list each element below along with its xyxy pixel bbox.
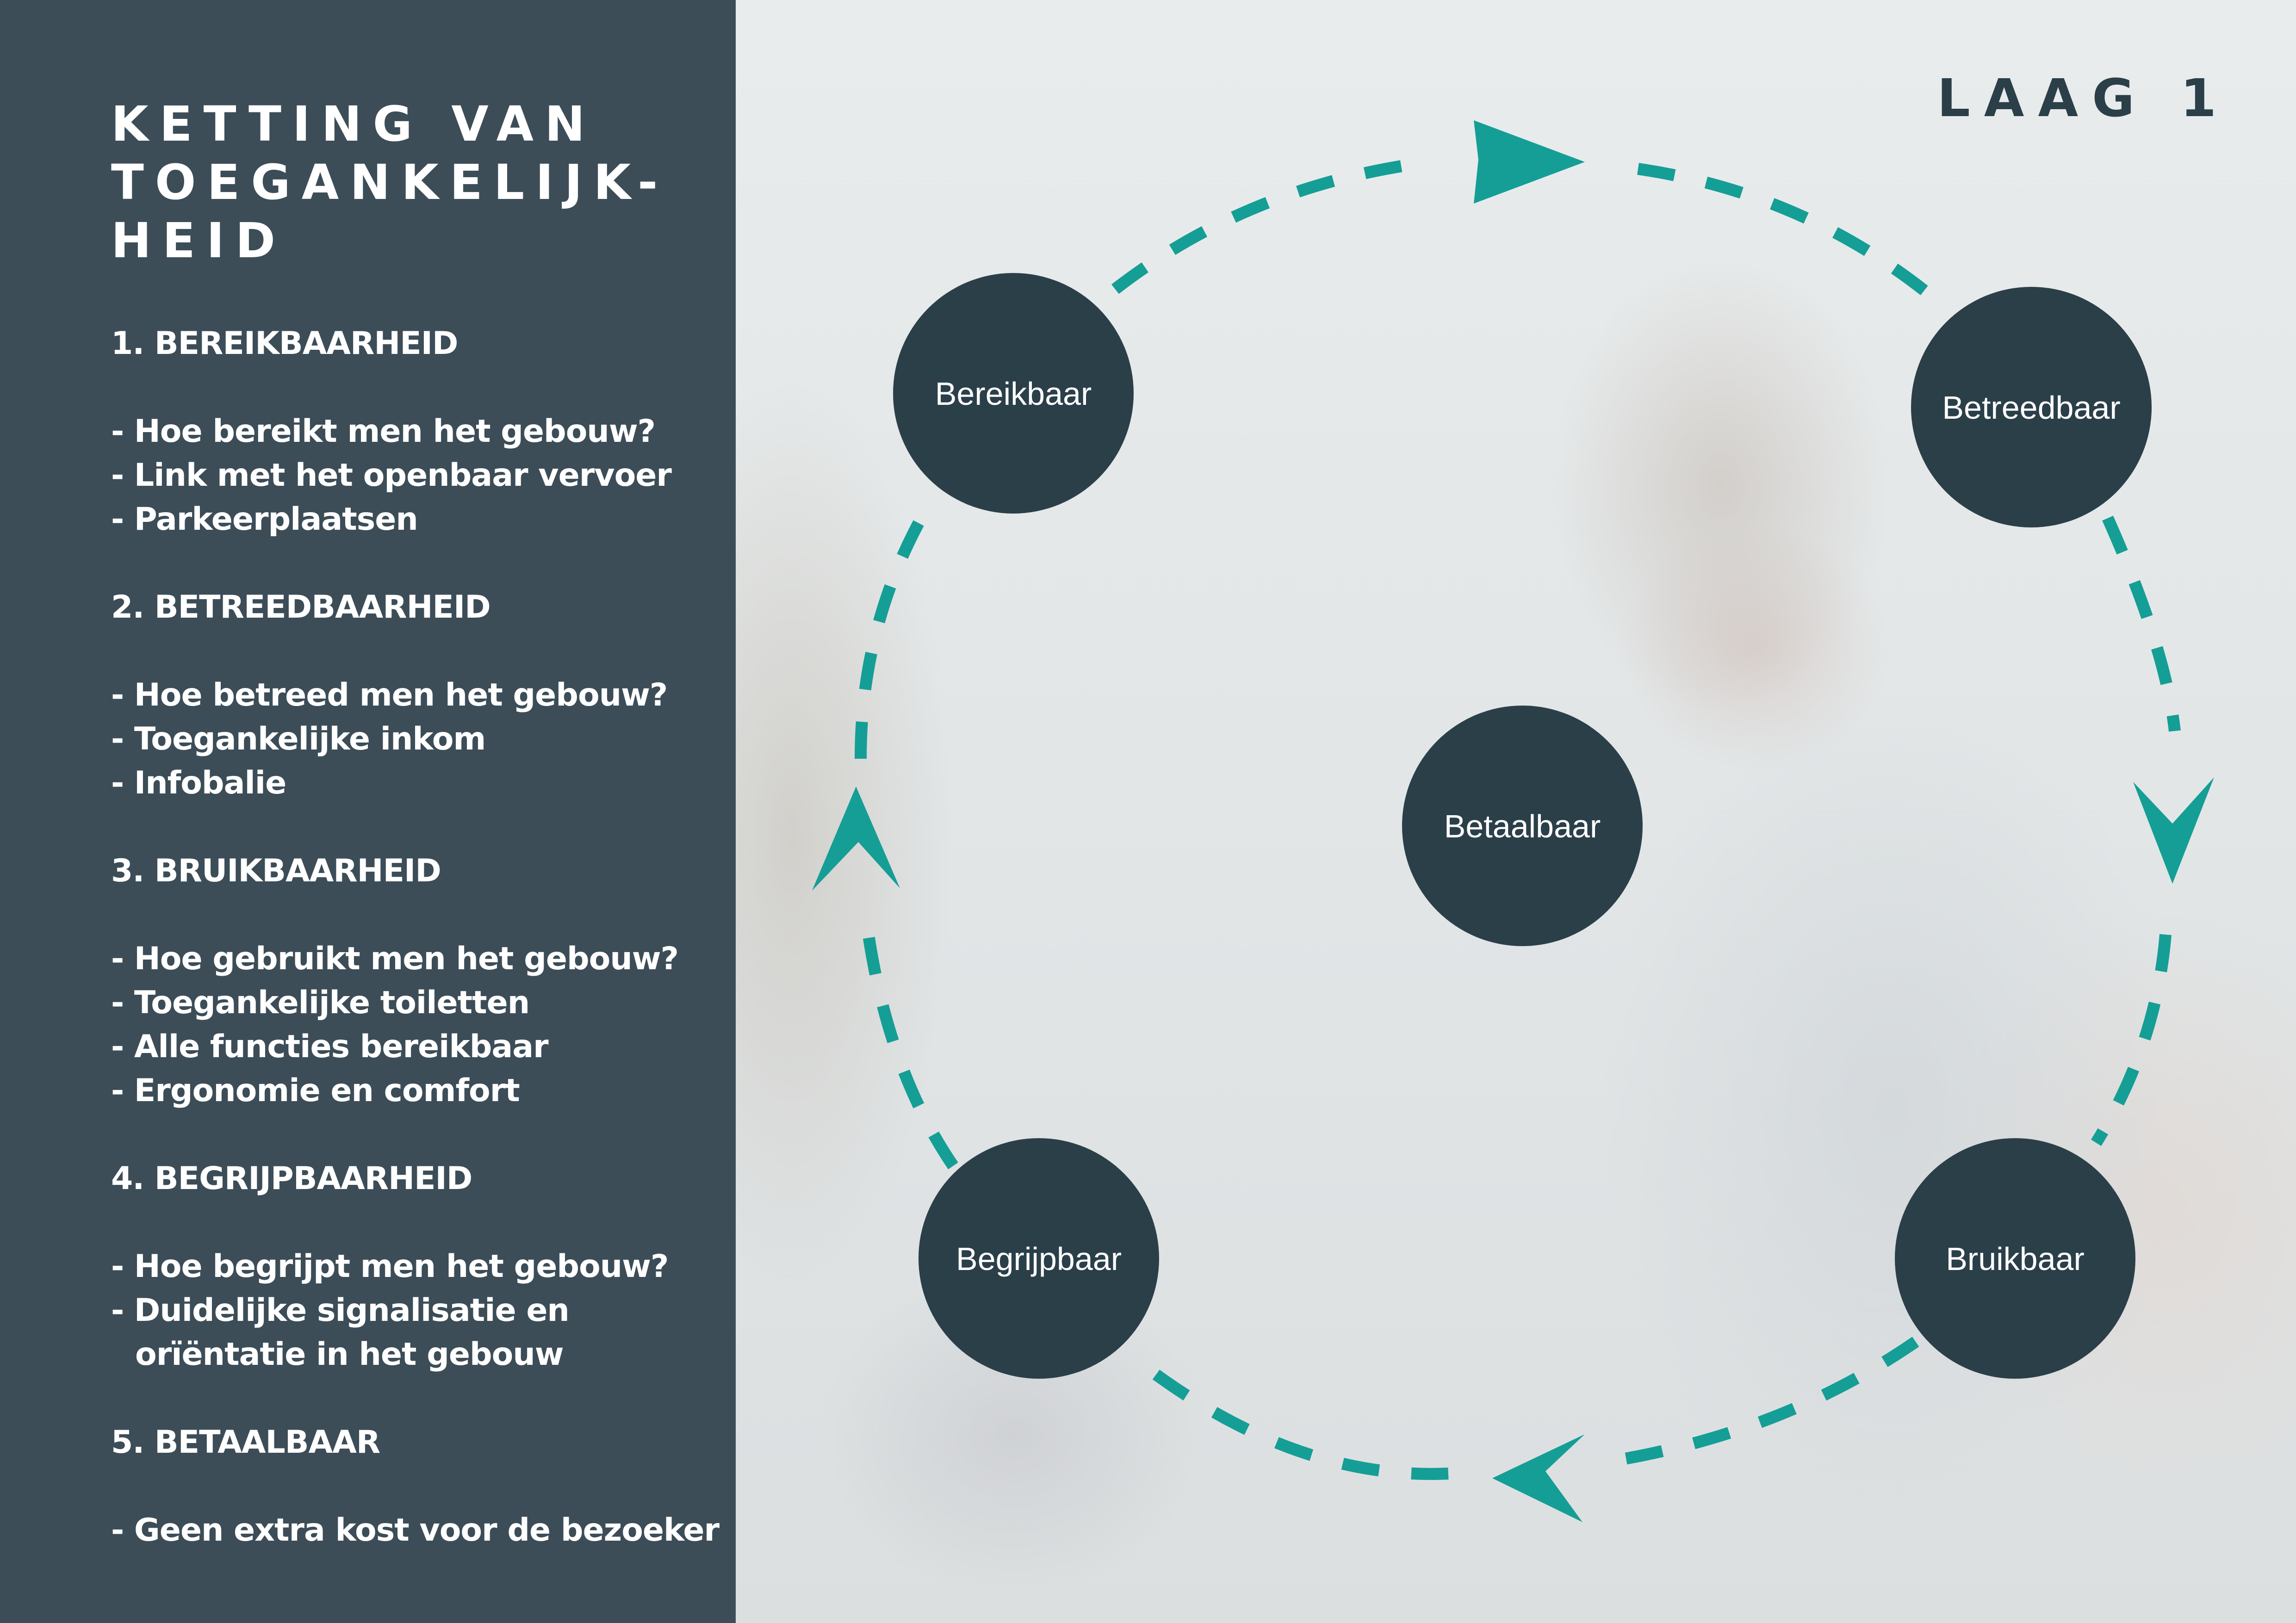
section-betaalbaar: 5. BETAALBAAR - Geen extra kost voor de … bbox=[111, 1420, 726, 1552]
section-item: - Ergonomie en comfort bbox=[111, 1072, 520, 1109]
arrowhead-down-icon bbox=[2133, 777, 2214, 884]
node-betaalbaar: Betaalbaar bbox=[1402, 706, 1643, 946]
section-item: - Hoe gebruikt men het gebouw? bbox=[111, 941, 679, 977]
section-heading: 4. BEGRIJPBAARHEID bbox=[111, 1160, 472, 1197]
connector-top bbox=[1111, 156, 1952, 315]
node-label: Betreedbaar bbox=[1942, 390, 2120, 426]
node-begrijpbaar: Begrijpbaar bbox=[918, 1138, 1159, 1379]
arrowhead-up-icon bbox=[812, 787, 900, 891]
node-circle bbox=[893, 273, 1134, 514]
node-label: Bereikbaar bbox=[935, 376, 1092, 412]
section-item: - Parkeerplaatsen bbox=[111, 501, 418, 538]
connector-left bbox=[855, 492, 958, 1170]
section-item: - Hoe begrijpt men het gebouw? bbox=[111, 1248, 669, 1285]
node-bruikbaar: Bruikbaar bbox=[1895, 1138, 2135, 1379]
section-item: - Infobalie bbox=[111, 765, 286, 801]
section-begrijpbaarheid: 4. BEGRIJPBAARHEID - Hoe begrijpt men he… bbox=[111, 1157, 726, 1376]
section-item: - Duidelijke signalisatie en bbox=[111, 1292, 570, 1329]
section-item: - Geen extra kost voor de bezoeker bbox=[111, 1512, 720, 1549]
section-item: - Link met het openbaar vervoer bbox=[111, 457, 672, 494]
panel-title: KETTING VAN TOEGANKELIJK- HEID bbox=[111, 95, 722, 270]
section-item: - Toegankelijke inkom bbox=[111, 721, 486, 757]
left-panel: KETTING VAN TOEGANKELIJK- HEID 1. BEREIK… bbox=[0, 0, 736, 1623]
panel-title-line: KETTING VAN bbox=[111, 96, 596, 152]
section-item: - Toegankelijke toiletten bbox=[111, 985, 530, 1021]
connector-bottom bbox=[1139, 1337, 1919, 1480]
section-heading: 3. BRUIKBAARHEID bbox=[111, 853, 441, 889]
node-circle bbox=[1402, 706, 1643, 946]
panel-body: 1. BEREIKBAARHEID - Hoe bereikt men het … bbox=[111, 322, 726, 1596]
panel-title-line: TOEGANKELIJK- bbox=[111, 154, 669, 211]
node-circle bbox=[918, 1138, 1159, 1379]
section-bruikbaarheid: 3. BRUIKBAARHEID - Hoe gebruikt men het … bbox=[111, 849, 726, 1113]
arrowhead-right-icon bbox=[1474, 120, 1585, 204]
section-betreedbaarheid: 2. BETREEDBAARHEID - Hoe betreed men het… bbox=[111, 585, 726, 805]
node-label: Betaalbaar bbox=[1444, 808, 1601, 844]
connector-right bbox=[2091, 515, 2181, 1146]
node-betreedbaar: Betreedbaar bbox=[1911, 287, 2152, 527]
node-label: Begrijpbaar bbox=[956, 1241, 1122, 1277]
section-item: orïëntatie in het gebouw bbox=[135, 1336, 564, 1373]
node-circle bbox=[1895, 1138, 2135, 1379]
section-bereikbaarheid: 1. BEREIKBAARHEID - Hoe bereikt men het … bbox=[111, 322, 726, 541]
section-heading: 2. BETREEDBAARHEID bbox=[111, 589, 491, 626]
panel-title-line: HEID bbox=[111, 212, 287, 269]
section-heading: 5. BETAALBAAR bbox=[111, 1424, 380, 1461]
layer-label: LAAG 1 bbox=[1937, 68, 2230, 129]
section-item: - Alle functies bereikbaar bbox=[111, 1028, 549, 1065]
section-item: - Hoe bereikt men het gebouw? bbox=[111, 413, 656, 450]
arrowhead-left-icon bbox=[1492, 1434, 1585, 1522]
node-circle bbox=[1911, 287, 2152, 527]
section-item: - Hoe betreed men het gebouw? bbox=[111, 677, 668, 713]
node-bereikbaar: Bereikbaar bbox=[893, 273, 1134, 514]
node-label: Bruikbaar bbox=[1946, 1241, 2085, 1277]
section-heading: 1. BEREIKBAARHEID bbox=[111, 325, 458, 362]
